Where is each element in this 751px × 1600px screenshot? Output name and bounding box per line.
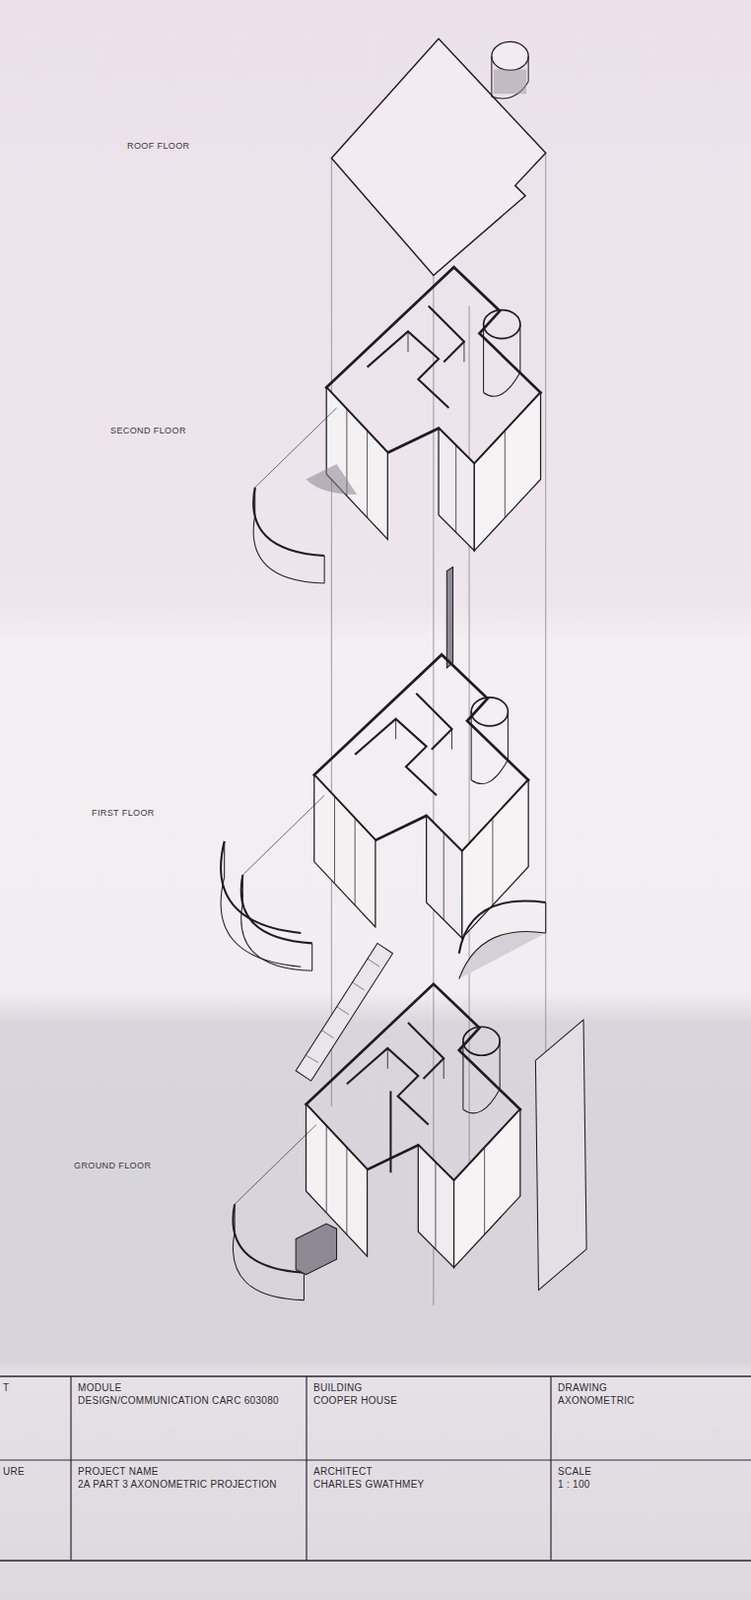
field-heading: MODULE bbox=[77, 1382, 300, 1395]
first-floor-plan bbox=[241, 654, 529, 971]
field-heading: T bbox=[2, 1382, 65, 1395]
hatch bbox=[306, 464, 358, 495]
roof-plan bbox=[331, 38, 546, 275]
field-heading: DRAWING bbox=[557, 1382, 745, 1395]
cell-partial: URE bbox=[0, 1460, 71, 1562]
ground-floor-plan bbox=[232, 984, 520, 1301]
field-heading: ARCHITECT bbox=[313, 1466, 545, 1479]
field-value: 2A PART 3 AXONOMETRIC PROJECTION bbox=[77, 1479, 300, 1492]
field-heading: BUILDING bbox=[313, 1382, 545, 1395]
project-cell: PROJECT NAME2A PART 3 AXONOMETRIC PROJEC… bbox=[70, 1460, 307, 1562]
floor-label: SECOND FLOOR bbox=[110, 425, 187, 436]
drawing-cell: DRAWINGAXONOMETRIC bbox=[550, 1376, 751, 1461]
floor-label: ROOF FLOOR bbox=[127, 140, 191, 151]
field-value: DESIGN/COMMUNICATION CARC 603080 bbox=[77, 1395, 300, 1408]
second-floor-plan bbox=[253, 267, 541, 584]
wall-slab bbox=[446, 566, 453, 668]
floor-label: FIRST FLOOR bbox=[91, 808, 155, 819]
field-heading: SCALE bbox=[557, 1466, 745, 1479]
field-heading: URE bbox=[2, 1466, 65, 1479]
cell-partial: T bbox=[0, 1376, 71, 1461]
module-cell: MODULEDESIGN/COMMUNICATION CARC 603080 bbox=[70, 1376, 307, 1461]
floor-label: GROUND FLOOR bbox=[73, 1160, 151, 1171]
drawing-group bbox=[220, 38, 587, 1305]
field-value: 1 : 100 bbox=[557, 1479, 745, 1492]
scale-cell: SCALE1 : 100 bbox=[550, 1460, 751, 1562]
architect-cell: ARCHITECTCHARLES GWATHMEY bbox=[306, 1460, 551, 1562]
ground-floor-extras bbox=[295, 1020, 587, 1291]
field-heading: PROJECT NAME bbox=[77, 1466, 300, 1479]
title-block-frame bbox=[0, 1376, 751, 1562]
field-value: COOPER HOUSE bbox=[313, 1395, 545, 1408]
building-cell: BUILDINGCOOPER HOUSE bbox=[306, 1376, 551, 1461]
field-value: CHARLES GWATHMEY bbox=[313, 1479, 545, 1492]
field-value: AXONOMETRIC bbox=[557, 1395, 745, 1408]
first-floor-extras bbox=[220, 841, 547, 1082]
